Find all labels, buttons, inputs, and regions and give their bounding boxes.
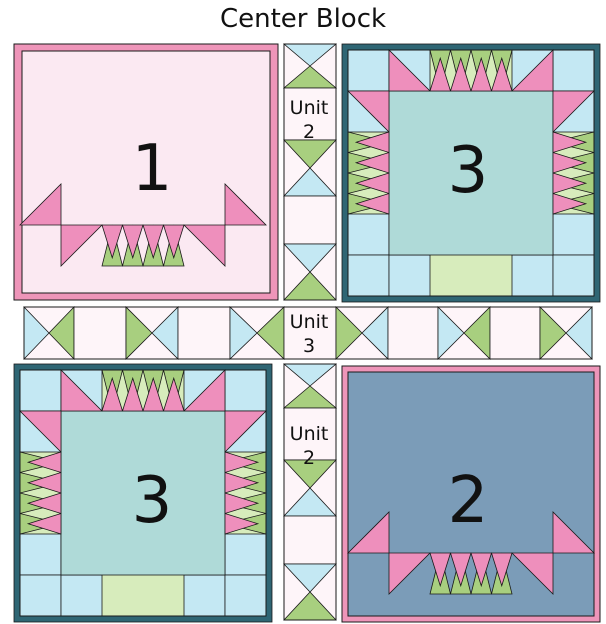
plain-cell [74,307,126,359]
unit-2-label-top-word: Unit [290,97,329,119]
corner-square [553,214,594,255]
corner-square [225,370,266,411]
corner-square [553,50,594,91]
unit-3-label-word: Unit [290,311,329,333]
unit-2-sashing-top [284,44,336,300]
unit-2-label-bottom-word: Unit [290,423,329,445]
corner-square [20,534,61,575]
corner-square [20,370,61,411]
plain-cell [490,307,540,359]
corner-square [348,214,389,255]
corner-square [553,255,594,296]
plain-cell [284,196,336,244]
unit-2-sashing-bottom [284,364,336,620]
block-2-label: 2 [448,464,489,538]
corner-square [389,255,430,296]
block-3-label-top-right: 3 [448,134,489,208]
corner-square [20,575,61,616]
corner-square [225,534,266,575]
block-3-label-bottom-left: 3 [132,464,173,538]
plain-cell [284,516,336,564]
block-1-label: 1 [132,132,173,206]
corner-square [348,255,389,296]
plain-cell [178,307,230,359]
unit-2-label-top-num: 2 [303,121,315,143]
unit-3-label-num: 3 [303,335,315,357]
corner-square [348,50,389,91]
unit-2-label-bottom-num: 2 [303,447,315,469]
corner-square [61,575,102,616]
plain-cell [388,307,438,359]
corner-square [225,575,266,616]
block-2-plain-blue: 2 [342,366,600,622]
corner-square [512,255,553,296]
corner-square [184,575,225,616]
